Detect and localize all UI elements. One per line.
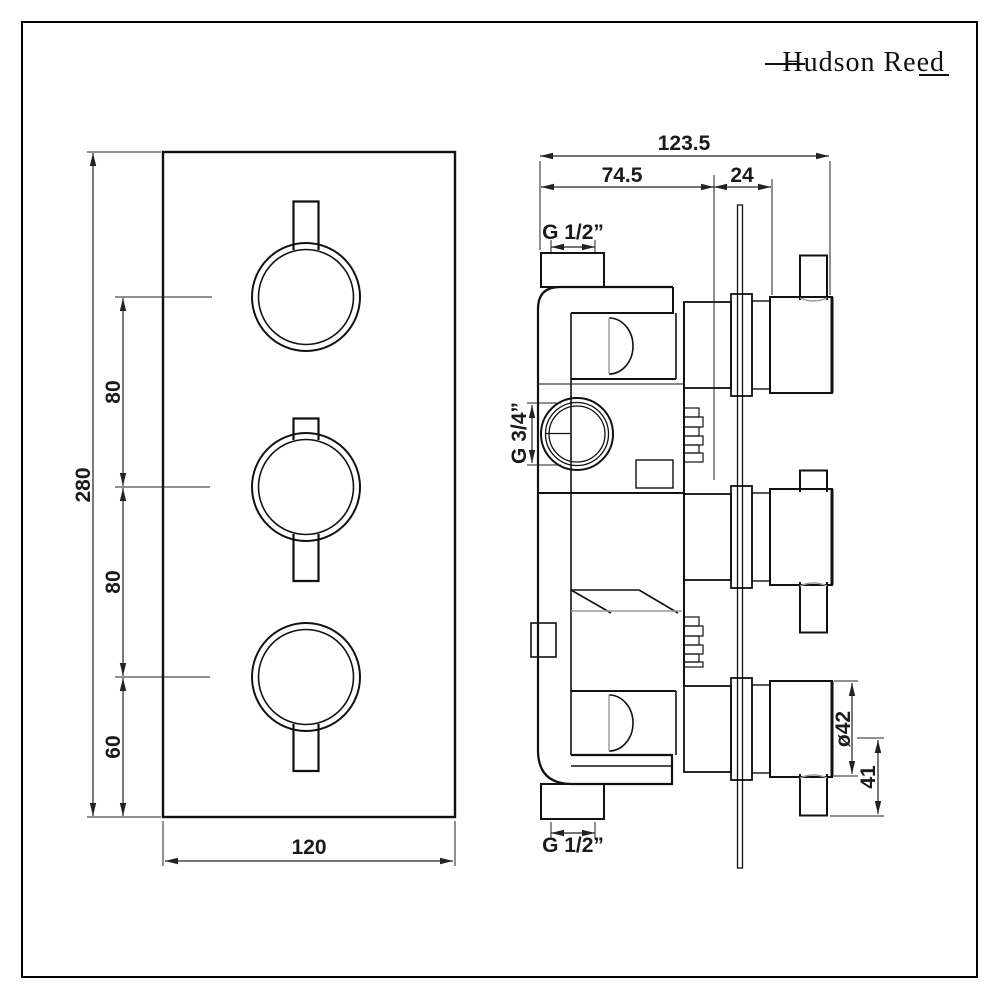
sheet-border [21, 21, 978, 978]
front-dimension-lines [89, 153, 453, 865]
knob-lever-tab [292, 724, 320, 773]
front-knob-top [251, 200, 361, 352]
body-outer-contour [536, 285, 674, 786]
side-handle-top [683, 254, 834, 397]
knob-inner-ring [257, 438, 355, 536]
neck [751, 492, 771, 582]
front-knob-middle [251, 417, 361, 583]
side-dimension-labels: 123.5 74.5 24 G 1/2” G 3/4” ø42 41 G 1/2… [508, 132, 880, 857]
handle-body [769, 488, 833, 586]
tab-base-curve [799, 582, 828, 587]
lever-tab [799, 582, 828, 634]
flange [730, 485, 753, 589]
dim-handle-diameter-label: ø42 [832, 711, 855, 747]
knob-outer-ring [251, 432, 361, 542]
knob-inner-ring [257, 248, 355, 346]
top-inlet-pipe [540, 252, 605, 288]
dim-overall-height-label: 280 [72, 467, 95, 502]
dim-handle-projection-label: 41 [857, 765, 880, 789]
dim-top-inlet-label: G 1/2” [542, 221, 604, 244]
tab-base-curve [799, 774, 828, 779]
valve-body [530, 252, 704, 820]
top-bar-underside [571, 287, 674, 314]
lever-tab [799, 774, 828, 817]
side-handle-bottom [683, 677, 834, 817]
dim-trim-depth-label: 24 [730, 164, 754, 187]
dim-knob-spacing-lower-label: 80 [102, 570, 125, 593]
logo-underline [919, 74, 949, 76]
dim-side-port-label: G 3/4” [508, 402, 531, 464]
section-break [570, 589, 682, 614]
knob-inner-ring [257, 628, 355, 726]
handle-body [769, 296, 833, 394]
dim-overall-depth-label: 123.5 [658, 132, 711, 155]
side-extension-lines [527, 161, 884, 839]
knob-outer-ring [251, 622, 361, 732]
front-knob-bottom [251, 622, 361, 773]
bottom-piston-arc [608, 694, 634, 752]
top-piston-arc [608, 317, 634, 375]
dim-knob-to-bottom-label: 60 [102, 735, 125, 758]
brand-logo: Hudson Reed [765, 47, 949, 79]
side-port [540, 397, 614, 471]
short-tab [799, 469, 828, 492]
dim-overall-width-label: 120 [291, 836, 326, 859]
dim-knob-spacing-upper-label: 80 [102, 380, 125, 403]
cartridge [683, 685, 732, 773]
lever-tab [799, 254, 828, 300]
side-handle-middle [683, 469, 834, 634]
front-view: 280 80 80 60 120 [72, 150, 457, 866]
dim-bottom-inlet-label: G 1/2” [542, 834, 604, 857]
handle-body [769, 680, 833, 778]
wall-plate [736, 204, 744, 869]
side-view: 123.5 74.5 24 G 1/2” G 3/4” ø42 41 G 1/2… [508, 132, 884, 869]
neck [751, 684, 771, 774]
front-dimension-labels: 280 80 80 60 120 [72, 380, 327, 859]
knob-lever-tab [292, 534, 320, 583]
front-plate [161, 150, 457, 819]
knob-outer-ring [251, 242, 361, 352]
cartridge [683, 301, 732, 389]
port-mid-ring [544, 401, 610, 467]
thread-detail-lower [683, 616, 704, 668]
dim-recess-depth-label: 74.5 [602, 164, 643, 187]
neck [751, 300, 771, 390]
bottom-inlet-pipe [540, 783, 605, 820]
side-dimension-lines [528, 152, 882, 837]
port-outer-ring [540, 397, 614, 471]
knob-lever-tab [292, 200, 320, 250]
brand-logo-text: Hudson Reed [782, 47, 945, 78]
cartridge [683, 493, 732, 581]
flange [730, 677, 753, 781]
logo-strike-line [765, 63, 806, 65]
front-extension-lines [87, 151, 456, 866]
left-mount-block [530, 622, 557, 658]
knob-short-tab [292, 417, 320, 440]
tab-base-curve [799, 297, 828, 302]
connector-block [635, 459, 674, 489]
flange [730, 293, 753, 397]
thread-detail-upper [683, 407, 704, 463]
